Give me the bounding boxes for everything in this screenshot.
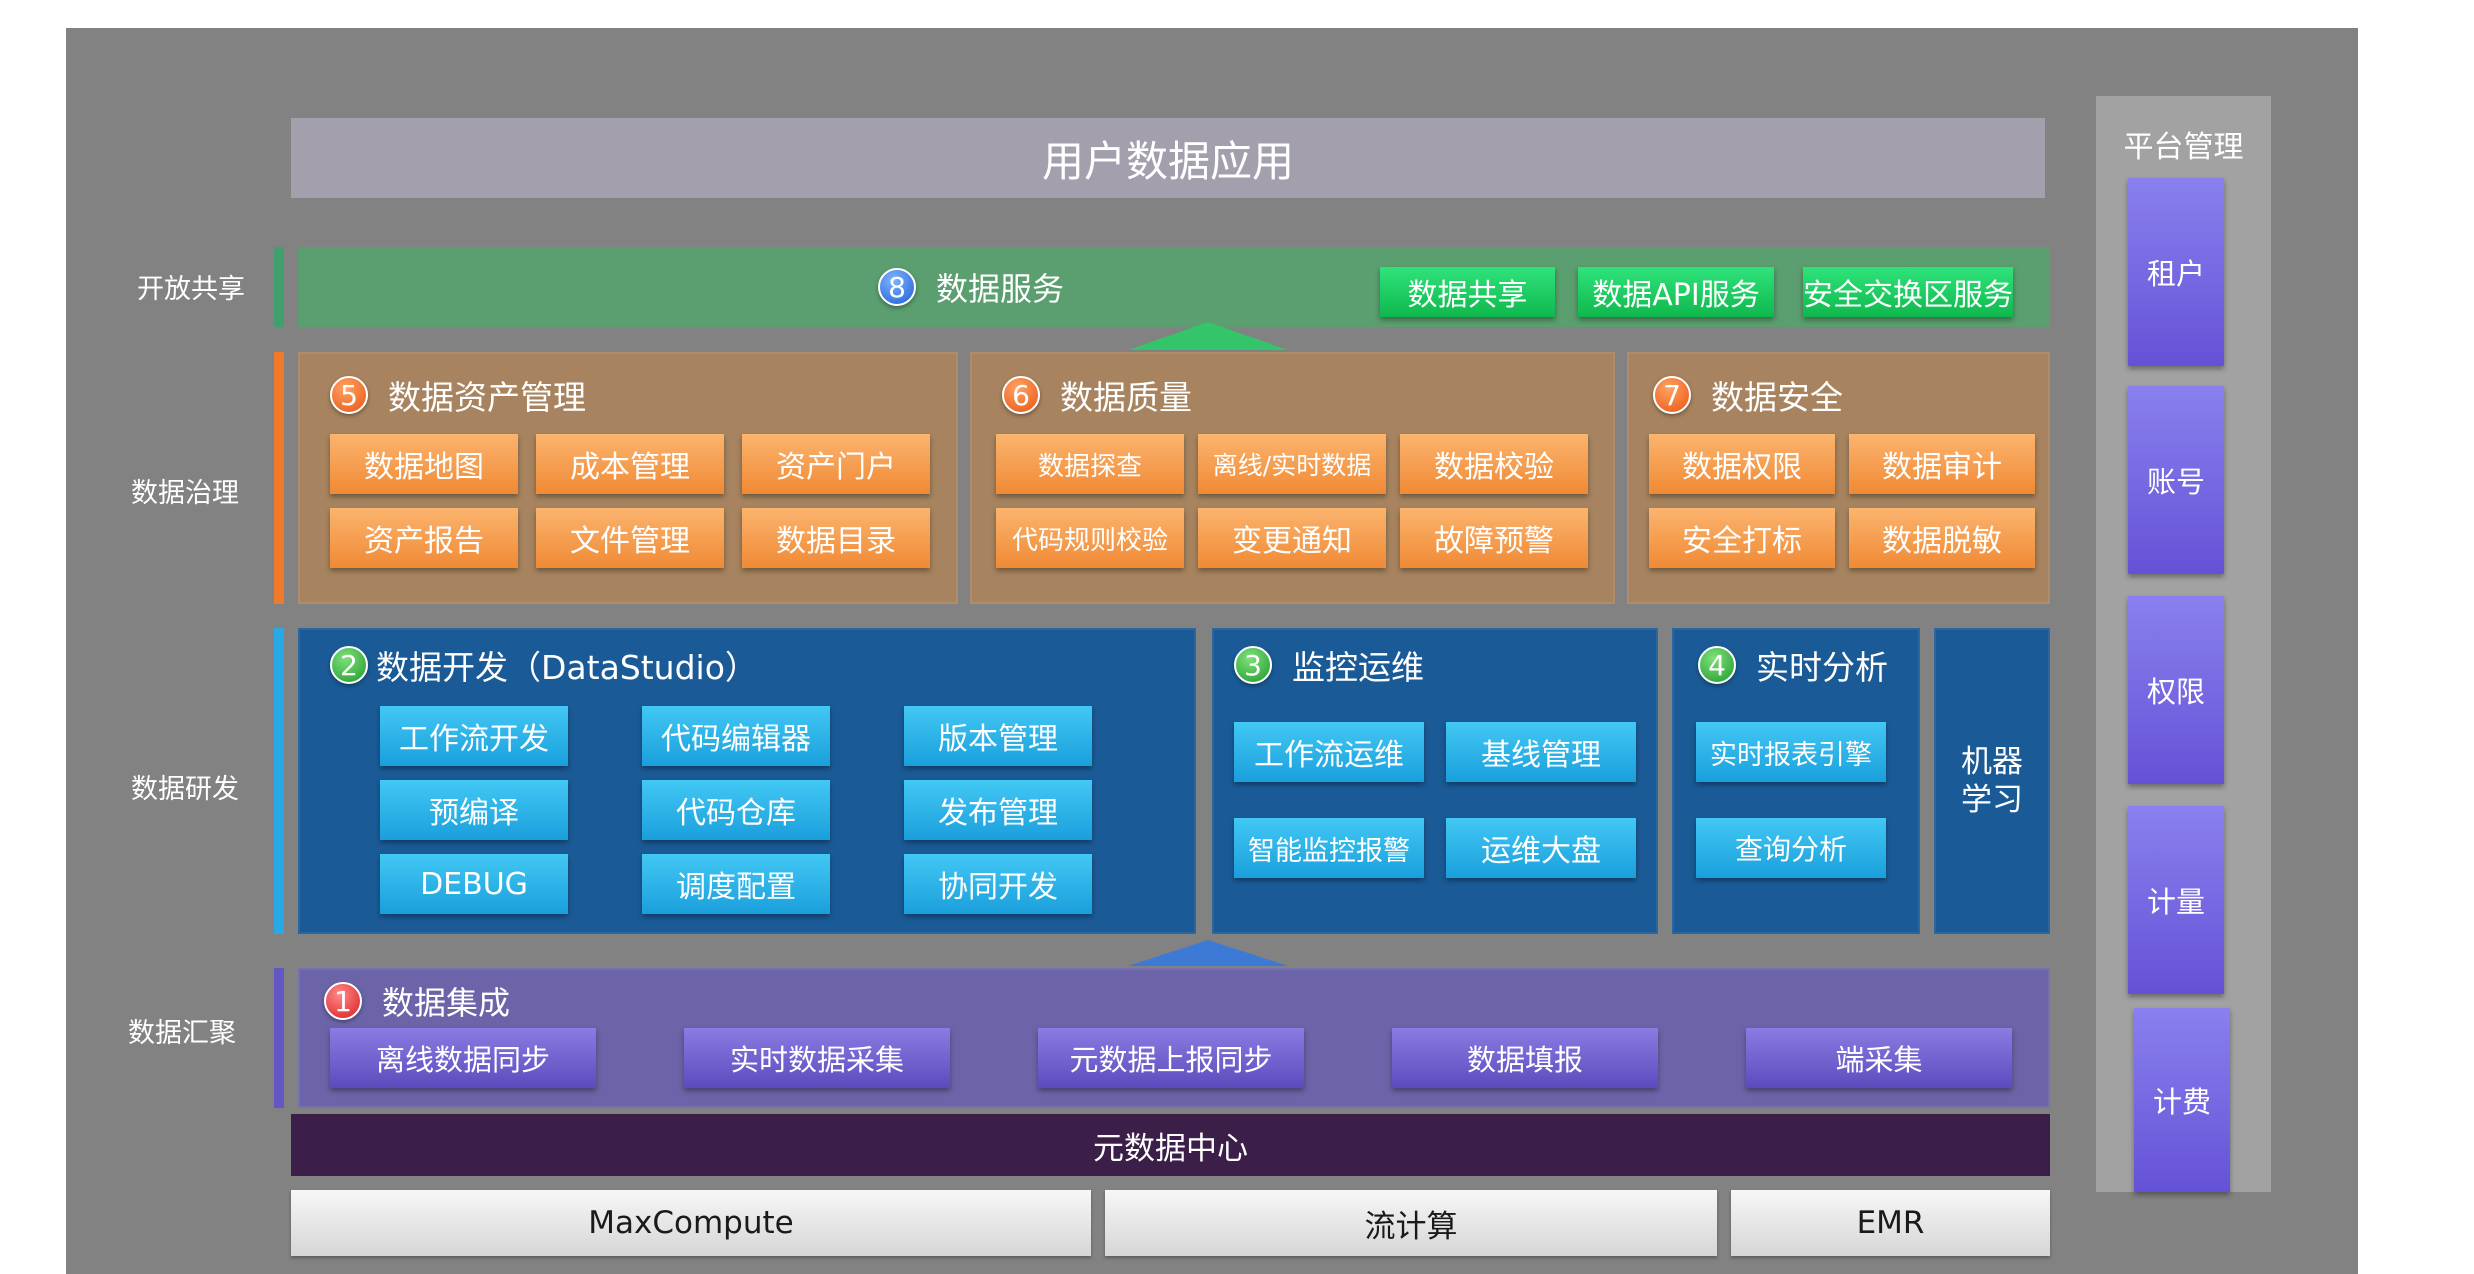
label-open-share: 开放共享 [137, 273, 245, 305]
data-security-title: 数据安全 [1711, 378, 1843, 417]
monitor-item-baseline: 基线管理 [1446, 722, 1636, 782]
asset-item-catalog: 数据目录 [742, 508, 930, 568]
user-data-app-title: 用户数据应用 [1041, 136, 1294, 186]
ml-label-line2: 学习 [1961, 782, 2023, 818]
metadata-center-bar: 元数据中心 [291, 1114, 2050, 1176]
base-maxcompute: MaxCompute [291, 1190, 1091, 1256]
label-gather: 数据汇聚 [128, 1017, 236, 1049]
badge-3: 3 [1234, 646, 1272, 684]
bar-governance [274, 352, 284, 604]
bar-open-share [274, 247, 284, 327]
monitor-item-dashboard: 运维大盘 [1446, 818, 1636, 878]
quality-item-offline-realtime: 离线/实时数据 [1198, 434, 1386, 494]
monitor-title: 监控运维 [1292, 648, 1424, 687]
data-service-title: 数据服务 [936, 270, 1065, 308]
security-item-permission: 数据权限 [1649, 434, 1835, 494]
integration-panel: 1 数据集成 离线数据同步 实时数据采集 元数据上报同步 数据填报 端采集 [298, 968, 2050, 1108]
dev-item-code-repo: 代码仓库 [642, 780, 830, 840]
monitor-panel: 3 监控运维 工作流运维 基线管理 智能监控报警 运维大盘 [1212, 628, 1658, 934]
data-service-item-api: 数据API服务 [1578, 267, 1774, 317]
dev-item-schedule: 调度配置 [642, 854, 830, 914]
data-dev-panel: 2 数据开发（DataStudio） 工作流开发 代码编辑器 版本管理 预编译 … [298, 628, 1196, 934]
base-emr: EMR [1731, 1190, 2050, 1256]
security-item-tagging: 安全打标 [1649, 508, 1835, 568]
asset-item-report: 资产报告 [330, 508, 518, 568]
platform-item-tenant: 租户 [2128, 178, 2224, 366]
security-item-masking: 数据脱敏 [1849, 508, 2035, 568]
integration-item-edge-collect: 端采集 [1746, 1028, 2012, 1088]
realtime-title: 实时分析 [1756, 648, 1888, 687]
platform-item-account: 账号 [2128, 386, 2224, 574]
metadata-center-label: 元数据中心 [1093, 1130, 1248, 1167]
data-quality-panel: 6 数据质量 数据探查 离线/实时数据 数据校验 代码规则校验 变更通知 故障预… [970, 352, 1615, 604]
arrow-up-governance [1128, 322, 1288, 350]
realtime-panel: 4 实时分析 实时报表引擎 查询分析 [1672, 628, 1920, 934]
platform-item-metering: 计量 [2128, 806, 2224, 994]
security-item-audit: 数据审计 [1849, 434, 2035, 494]
quality-item-probe: 数据探查 [996, 434, 1184, 494]
asset-item-portal: 资产门户 [742, 434, 930, 494]
monitor-item-workflow-ops: 工作流运维 [1234, 722, 1424, 782]
badge-1: 1 [324, 982, 362, 1020]
data-service-item-exchange: 安全交换区服务 [1803, 267, 2013, 317]
bar-gather [274, 968, 284, 1108]
platform-title: 平台管理 [2123, 130, 2244, 165]
user-data-app-banner: 用户数据应用 [291, 118, 2045, 198]
data-quality-title: 数据质量 [1060, 378, 1192, 417]
ml-label-line1: 机器 [1961, 744, 2023, 780]
badge-2: 2 [330, 646, 368, 684]
data-security-panel: 7 数据安全 数据权限 数据审计 安全打标 数据脱敏 [1627, 352, 2050, 604]
badge-6: 6 [1002, 376, 1040, 414]
label-governance: 数据治理 [131, 477, 239, 509]
asset-item-cost: 成本管理 [536, 434, 724, 494]
quality-item-fault-alert: 故障预警 [1400, 508, 1588, 568]
integration-item-realtime-collect: 实时数据采集 [684, 1028, 950, 1088]
monitor-item-smart-alert: 智能监控报警 [1234, 818, 1424, 878]
bar-dev [274, 628, 284, 934]
dev-item-version: 版本管理 [904, 706, 1092, 766]
data-service-item-share: 数据共享 [1380, 267, 1555, 317]
base-stream-compute: 流计算 [1105, 1190, 1717, 1256]
realtime-item-report-engine: 实时报表引擎 [1696, 722, 1886, 782]
dev-item-code-editor: 代码编辑器 [642, 706, 830, 766]
quality-item-code-rule: 代码规则校验 [996, 508, 1184, 568]
label-dev: 数据研发 [131, 773, 239, 805]
dev-item-collab: 协同开发 [904, 854, 1092, 914]
ml-panel: 机器 学习 [1934, 628, 2050, 934]
asset-item-file: 文件管理 [536, 508, 724, 568]
badge-8: 8 [878, 268, 916, 306]
asset-item-data-map: 数据地图 [330, 434, 518, 494]
platform-item-permission: 权限 [2128, 596, 2224, 784]
dev-item-release: 发布管理 [904, 780, 1092, 840]
quality-item-change-notice: 变更通知 [1198, 508, 1386, 568]
realtime-item-query: 查询分析 [1696, 818, 1886, 878]
dev-item-workflow: 工作流开发 [380, 706, 568, 766]
data-service-row: 8 数据服务 数据共享 数据API服务 安全交换区服务 [298, 247, 2050, 327]
dev-item-precompile: 预编译 [380, 780, 568, 840]
integration-item-offline-sync: 离线数据同步 [330, 1028, 596, 1088]
arrow-up-integration [1128, 940, 1288, 966]
quality-item-check: 数据校验 [1400, 434, 1588, 494]
asset-mgmt-title: 数据资产管理 [388, 378, 586, 417]
integration-item-fill-report: 数据填报 [1392, 1028, 1658, 1088]
platform-item-billing: 计费 [2134, 1008, 2230, 1192]
dev-item-debug: DEBUG [380, 854, 568, 914]
integration-title: 数据集成 [382, 984, 511, 1022]
badge-4: 4 [1698, 646, 1736, 684]
badge-5: 5 [330, 376, 368, 414]
data-dev-title: 数据开发（DataStudio） [376, 648, 758, 687]
asset-mgmt-panel: 5 数据资产管理 数据地图 成本管理 资产门户 资产报告 文件管理 数据目录 [298, 352, 958, 604]
badge-7: 7 [1653, 376, 1691, 414]
platform-panel: 平台管理 租户 账号 权限 计量 计费 [2096, 96, 2271, 1192]
integration-item-metadata-sync: 元数据上报同步 [1038, 1028, 1304, 1088]
